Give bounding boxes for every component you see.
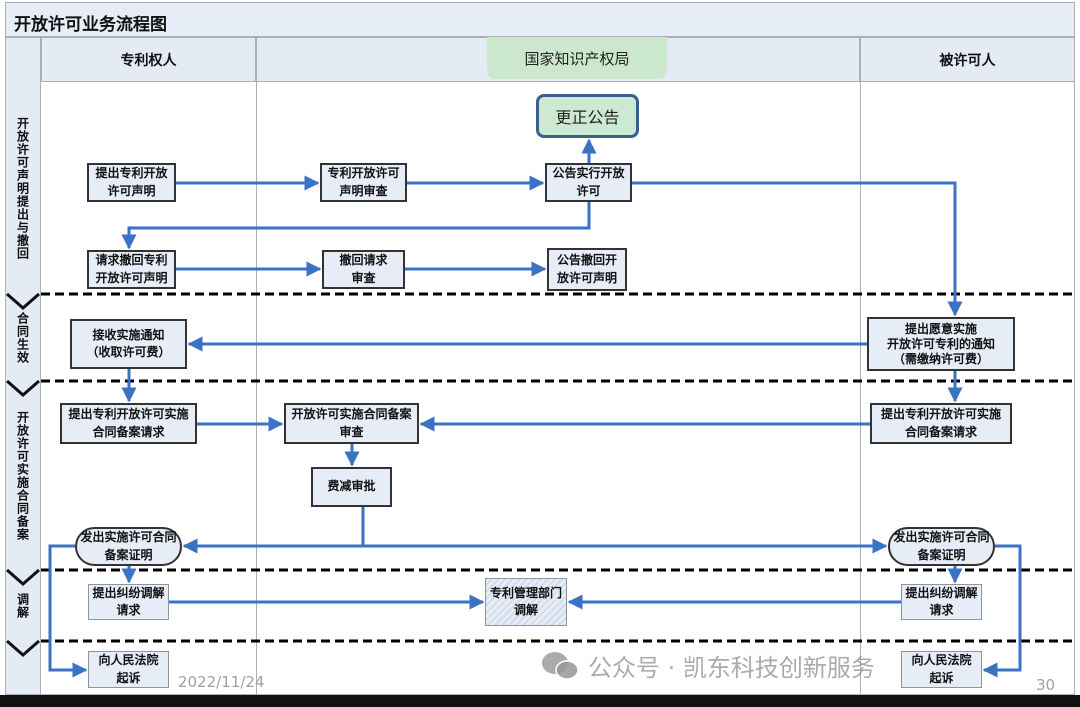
- lane-header-cnipa: 国家知识产权局: [487, 37, 667, 79]
- node-announce-open: 公告实行开放 许可: [545, 163, 632, 202]
- lane-header-patentee: 专利权人: [41, 37, 256, 82]
- node-review-declaration: 专利开放许可 声明审查: [320, 163, 407, 202]
- lane-header-licensee: 被许可人: [860, 37, 1075, 82]
- node-request-withdraw: 请求撤回专利 开放许可声明: [87, 250, 176, 289]
- lane-divider: [860, 82, 861, 695]
- node-receive-notice: 接收实施通知 （收取许可费）: [70, 319, 187, 369]
- bottom-bar: [0, 695, 1080, 707]
- node-patentee-filing: 提出专利开放许可实施 合同备案请求: [60, 403, 197, 444]
- correction-notice: 更正公告: [536, 94, 639, 138]
- diagram-title: 开放许可业务流程图: [5, 2, 1075, 37]
- watermark: 公众号 · 凯东科技创新服务: [540, 648, 875, 683]
- stage-label: 调解: [15, 592, 30, 619]
- node-mediation-left: 提出纠纷调解 请求: [88, 584, 169, 620]
- flow-arrows: [48, 138, 1022, 678]
- stage-label: 开放许可声明提出与撤回: [15, 116, 30, 260]
- stage-dividers: [41, 292, 1075, 643]
- node-filing-review: 开放许可实施合同备案 审查: [284, 403, 419, 444]
- node-fee-reduction: 费减审批: [311, 467, 392, 507]
- node-licensee-filing: 提出专利开放许可实施 合同备案请求: [870, 403, 1012, 444]
- wechat-icon: [542, 651, 579, 680]
- node-certificate-right: 发出实施许可合同 备案证明: [888, 527, 995, 566]
- node-licensee-notice: 提出愿意实施 开放许可专利的通知 （需缴纳许可费）: [867, 317, 1015, 371]
- lane-divider: [256, 82, 257, 695]
- stage-chevrons: [6, 292, 40, 657]
- node-mediation-dept: 专利管理部门 调解: [485, 578, 567, 626]
- footer-date: 2022/11/24: [178, 673, 265, 691]
- stage-label: 开放许可实施合同备案: [15, 410, 30, 541]
- page-number: 30: [1036, 676, 1056, 694]
- node-court-right: 向人民法院 起诉: [901, 651, 982, 688]
- node-announce-withdraw: 公告撤回开 放许可声明: [547, 248, 627, 291]
- node-review-withdraw: 撤回请求 审查: [322, 250, 405, 289]
- node-court-left: 向人民法院 起诉: [88, 651, 169, 688]
- node-certificate-left: 发出实施许可合同 备案证明: [75, 527, 182, 566]
- node-submit-declaration: 提出专利开放 许可声明: [87, 163, 176, 202]
- watermark-text: 公众号 · 凯东科技创新服务: [588, 654, 875, 682]
- node-mediation-right: 提出纠纷调解 请求: [901, 584, 982, 620]
- stage-label: 合同生效: [15, 311, 30, 364]
